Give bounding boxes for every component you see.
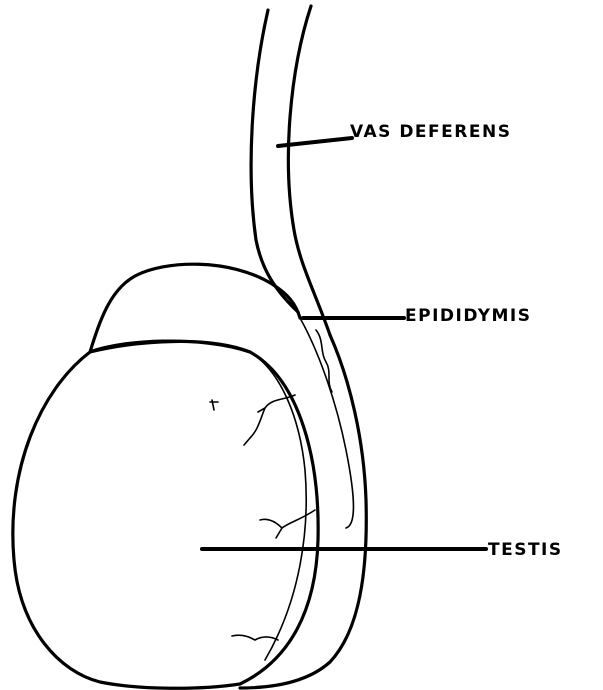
vas-deferens-label: VAS DEFERENS bbox=[350, 124, 511, 141]
vas-deferens-left-wall bbox=[251, 10, 298, 312]
testis-outline bbox=[13, 341, 318, 688]
vas-deferens-right-wall bbox=[288, 6, 330, 335]
epididymis-label: EPIDIDYMIS bbox=[405, 308, 532, 325]
vessel-branch-small bbox=[210, 400, 218, 410]
epididymis-outer-wall bbox=[240, 335, 366, 688]
epididymis-body bbox=[240, 318, 366, 688]
epididymis-coil bbox=[316, 330, 332, 392]
vessel-branch-lower bbox=[232, 635, 278, 640]
epididymis-inner-wall bbox=[300, 318, 354, 528]
testis-label: TESTIS bbox=[488, 542, 563, 559]
testis-epididymis-border bbox=[250, 352, 306, 660]
vessel-branches bbox=[210, 330, 332, 640]
vessel-branch-mid bbox=[260, 510, 315, 538]
vas-deferens-tube bbox=[251, 6, 330, 335]
vessel-branch-upper bbox=[244, 395, 295, 445]
testis-body bbox=[13, 341, 318, 688]
